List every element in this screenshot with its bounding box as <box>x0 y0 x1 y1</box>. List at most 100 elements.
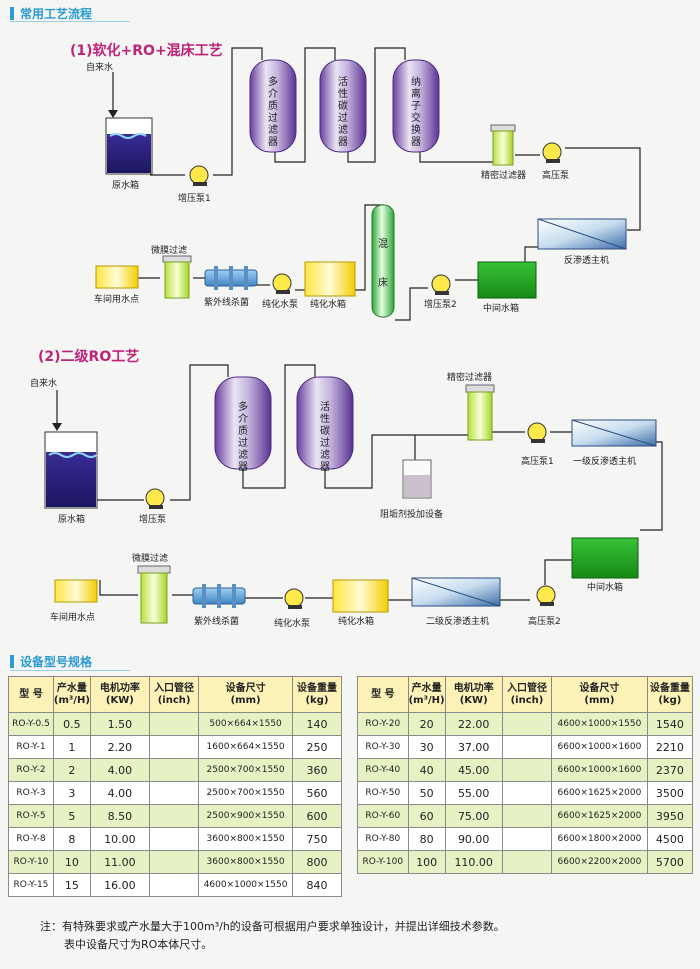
mid-tank-1-icon <box>477 261 537 299</box>
cell-inlet <box>148 827 200 851</box>
cell-power: 90.00 <box>444 827 503 851</box>
micro-filter-1-label: 微膜过滤 <box>151 244 187 256</box>
mixed-bed-char-1: 混 <box>378 238 388 250</box>
cell-model: RO-Y-80 <box>357 827 409 851</box>
raw-tank-2-water <box>46 452 96 507</box>
cell-size: 6600×1625×2000 <box>551 804 648 828</box>
raw-tank-1-label: 原水箱 <box>112 179 139 191</box>
col-inlet: 入口管径(inch) <box>501 676 553 713</box>
cell-power: 2.20 <box>89 735 150 759</box>
cell-model: RO-Y-40 <box>357 758 409 782</box>
col-inlet: 入口管径(inch) <box>148 676 200 713</box>
uv-sterilizer-2-icon <box>192 584 246 608</box>
cell-power: 22.00 <box>444 712 503 736</box>
cell-model: RO-Y-20 <box>357 712 409 736</box>
process-flow-diagram: 自来水 原水箱 增压泵1 精密过滤器 高压泵 反渗透主机 中间水箱 增压泵2 混… <box>30 47 663 629</box>
cell-size: 2500×700×1550 <box>198 781 293 805</box>
cell-size: 6600×1800×2000 <box>551 827 648 851</box>
col-weight-label: 设备重量 <box>649 682 690 694</box>
col-weight: 设备重量(kg) <box>291 676 343 713</box>
raw-tank-1-wave <box>109 133 147 139</box>
cell-flow: 5 <box>52 804 91 828</box>
col-power-unit: (KW) <box>105 694 134 706</box>
cell-inlet <box>148 850 200 874</box>
cell-size: 6600×1000×1600 <box>551 735 648 759</box>
spec-table-right: 型 号 产水量(m³/H) 电机功率(KW) 入口管径(inch) 设备尺寸(m… <box>357 676 694 874</box>
cell-model: RO-Y-100 <box>357 850 409 874</box>
cell-weight: 4500 <box>646 827 694 851</box>
cell-inlet <box>501 827 553 851</box>
col-power: 电机功率(KW) <box>444 676 503 713</box>
col-model: 型 号 <box>8 676 54 713</box>
booster-pump-2-label: 增压泵2 <box>424 298 457 310</box>
cell-flow: 20 <box>407 712 446 736</box>
cell-weight: 250 <box>291 735 343 759</box>
micro-filter-2-icon <box>137 565 171 624</box>
col-weight-unit: (kg) <box>658 694 682 706</box>
process1-arrows <box>108 110 118 118</box>
cell-power: 55.00 <box>444 781 503 805</box>
pure-pump-2-icon <box>284 588 304 609</box>
vessel-label-char: 器 <box>338 136 348 148</box>
cell-size: 1600×664×1550 <box>198 735 293 759</box>
raw-tank-2-wave <box>48 452 98 458</box>
raw-tank-1 <box>105 117 153 175</box>
cell-size: 2500×900×1550 <box>198 804 293 828</box>
micro-filter-1-icon <box>162 255 192 299</box>
raw-tank-1-water <box>107 134 151 173</box>
dosing-label: 阻垢剂投加设备 <box>380 508 443 520</box>
col-flow-unit: (m³/H) <box>53 694 90 706</box>
cell-model: RO-Y-30 <box>357 735 409 759</box>
cell-power: 45.00 <box>444 758 503 782</box>
vessel-label-char: 离 <box>411 87 421 100</box>
cell-weight: 5700 <box>646 850 694 874</box>
micro-filter-2-label: 微膜过滤 <box>132 552 168 564</box>
vessel-label-char: 滤 <box>238 448 248 461</box>
cell-size: 6600×1625×2000 <box>551 781 648 805</box>
vessel-label-char: 器 <box>268 136 278 148</box>
vessel-label-char: 滤 <box>268 123 278 136</box>
pure-pump-2-label: 纯化水泵 <box>274 617 310 629</box>
cell-size: 500×664×1550 <box>198 712 293 736</box>
col-weight: 设备重量(kg) <box>646 676 694 713</box>
vessel-label-char: 交 <box>411 111 421 124</box>
cell-weight: 140 <box>291 712 343 736</box>
uv-1-label: 紫外线杀菌 <box>204 296 249 308</box>
header-bar <box>10 6 14 20</box>
inflow-arrow-1 <box>108 110 118 118</box>
col-weight-unit: (kg) <box>305 694 329 706</box>
cell-inlet <box>148 873 200 897</box>
pure-tank-1-label: 纯化水箱 <box>310 298 346 310</box>
section-header-process: 常用工艺流程 <box>10 4 92 22</box>
cell-weight: 1540 <box>646 712 694 736</box>
cell-inlet <box>501 735 553 759</box>
vessel-label-char: 碳 <box>320 424 330 437</box>
mid-tank-2-icon <box>571 537 639 579</box>
cell-power: 8.50 <box>89 804 150 828</box>
vessel-label-char: 子 <box>411 100 421 112</box>
cell-power: 4.00 <box>89 758 150 782</box>
ro-unit-1-label: 反渗透主机 <box>564 254 609 266</box>
col-inlet-unit: (inch) <box>157 694 191 706</box>
ro1-label: 一级反渗透主机 <box>573 455 636 467</box>
precision-filter-1-icon <box>490 124 516 166</box>
precision-filter-2-label: 精密过滤器 <box>447 371 492 383</box>
cell-power: 37.00 <box>444 735 503 759</box>
use-point-1-icon <box>95 265 139 289</box>
cell-inlet <box>501 781 553 805</box>
booster-pump-p2-label: 增压泵 <box>139 513 166 525</box>
cell-inlet <box>501 712 553 736</box>
precision-filter-1-label: 精密过滤器 <box>481 169 526 181</box>
cell-weight: 600 <box>291 804 343 828</box>
tap-water-1-label: 自来水 <box>86 61 113 73</box>
cell-power: 10.00 <box>89 827 150 851</box>
col-flow: 产水量(m³/H) <box>407 676 446 713</box>
cell-flow: 1 <box>52 735 91 759</box>
